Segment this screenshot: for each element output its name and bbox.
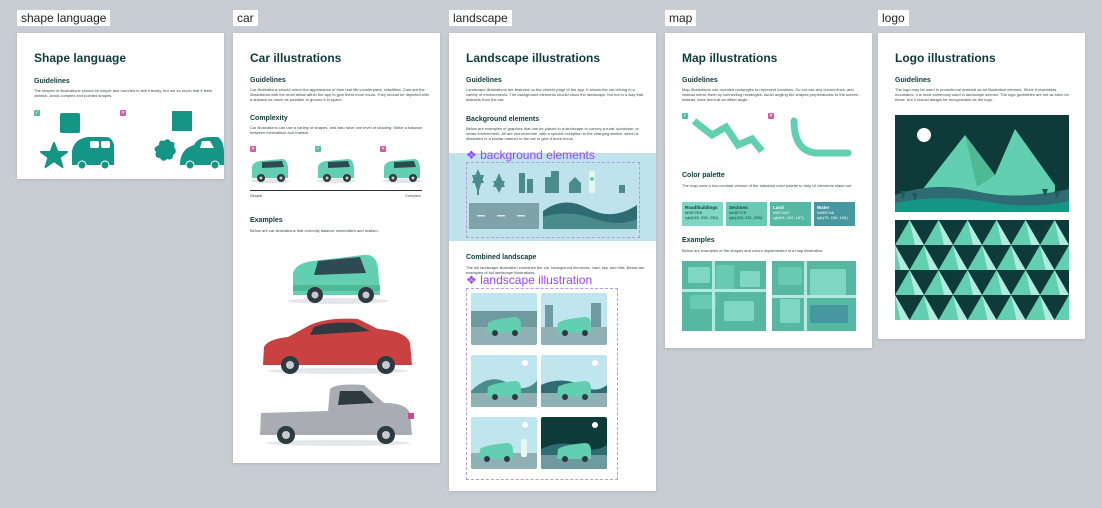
combined-text: The full landscape illustration combines… bbox=[466, 265, 645, 275]
section-heading-guidelines: Guidelines bbox=[466, 77, 502, 84]
complexity-scale-line bbox=[250, 190, 422, 191]
section-heading-palette: Color palette bbox=[682, 172, 725, 179]
landscape-illustration-component-label[interactable]: ❖ landscape illustration bbox=[466, 273, 593, 287]
frame-label-car[interactable]: car bbox=[233, 10, 258, 26]
map-examples-illustration bbox=[682, 261, 856, 331]
logo-landscape-illustration bbox=[895, 115, 1069, 212]
cross-icon: ✕ bbox=[768, 113, 774, 119]
check-icon: ✓ bbox=[682, 113, 688, 119]
page-title: Car illustrations bbox=[250, 51, 342, 65]
guidelines-text: Landscape illustrations are featured on … bbox=[466, 87, 644, 102]
background-elements-component-label[interactable]: ❖ background elements bbox=[466, 148, 595, 162]
shape-examples-illustration bbox=[40, 111, 224, 170]
section-heading-examples: Examples bbox=[250, 217, 283, 224]
landscape-thumbnail[interactable] bbox=[541, 293, 607, 345]
landscape-illustration-component[interactable] bbox=[466, 288, 618, 480]
landscape-frame[interactable]: Landscape illustrations Guidelines Lands… bbox=[449, 33, 656, 491]
guidelines-text: The logo may be used in promotional mate… bbox=[895, 87, 1070, 102]
page-title: Map illustrations bbox=[682, 51, 778, 65]
cross-icon: ✕ bbox=[120, 110, 126, 116]
landscape-thumbnail[interactable] bbox=[541, 355, 607, 407]
section-heading-guidelines: Guidelines bbox=[895, 77, 931, 84]
page-title: Shape language bbox=[34, 51, 127, 65]
section-heading-complexity: Complexity bbox=[250, 115, 288, 122]
check-icon: ✓ bbox=[34, 110, 40, 116]
frame-label-landscape[interactable]: landscape bbox=[449, 10, 512, 26]
landscape-thumbnail[interactable] bbox=[471, 293, 537, 345]
background-elements-illustration bbox=[469, 169, 637, 229]
page-title: Logo illustrations bbox=[895, 51, 996, 65]
background-elements-component[interactable] bbox=[466, 162, 640, 238]
landscape-thumbnail[interactable] bbox=[471, 355, 537, 407]
guidelines-text: The shapes of illustrations should be si… bbox=[34, 88, 213, 98]
frame-label-shape-language[interactable]: shape language bbox=[17, 10, 111, 26]
background-text: Below are examples of graphics that can … bbox=[466, 126, 639, 141]
map-frame[interactable]: Map illustrations Guidelines Map illustr… bbox=[665, 33, 872, 348]
scale-label-simple: Simple bbox=[250, 193, 263, 198]
frame-label-map[interactable]: map bbox=[665, 10, 697, 26]
guidelines-text: Car illustrations should mirror the appe… bbox=[250, 87, 429, 102]
cross-icon: ✕ bbox=[380, 146, 386, 152]
cross-icon: ✕ bbox=[250, 146, 256, 152]
landscape-thumbnail[interactable] bbox=[471, 417, 537, 469]
section-heading-guidelines: Guidelines bbox=[34, 78, 70, 85]
palette-text: The map uses a low-contrast version of t… bbox=[682, 183, 853, 188]
section-heading-guidelines: Guidelines bbox=[250, 77, 286, 84]
car-frame[interactable]: Car illustrations Guidelines Car illustr… bbox=[233, 33, 440, 463]
page-title: Landscape illustrations bbox=[466, 51, 601, 65]
car-examples-illustration bbox=[260, 254, 414, 446]
section-heading-combined: Combined landscape bbox=[466, 254, 537, 261]
map-shape-examples-illustration bbox=[691, 117, 852, 157]
complexity-cars-illustration bbox=[250, 159, 422, 183]
check-icon: ✓ bbox=[315, 146, 321, 152]
logo-pattern-illustration bbox=[895, 220, 1069, 320]
logo-frame[interactable]: Logo illustrations Guidelines The logo m… bbox=[878, 33, 1085, 339]
section-heading-guidelines: Guidelines bbox=[682, 77, 718, 84]
examples-text: Below are examples of the shapes and col… bbox=[682, 248, 824, 253]
section-heading-examples: Examples bbox=[682, 237, 715, 244]
complexity-text: Car illustrations can use a variety of s… bbox=[250, 125, 423, 135]
shape-language-frame[interactable]: Shape language Guidelines The shapes of … bbox=[17, 33, 224, 179]
examples-text: Below are car illustrations that correct… bbox=[250, 228, 379, 233]
scale-label-complex: Complex bbox=[405, 193, 421, 198]
guidelines-text: Map illustrations use rounded rectangles… bbox=[682, 87, 861, 102]
landscape-thumbnail[interactable] bbox=[541, 417, 607, 469]
section-heading-background: Background elements bbox=[466, 116, 540, 123]
frame-label-logo[interactable]: logo bbox=[878, 10, 909, 26]
